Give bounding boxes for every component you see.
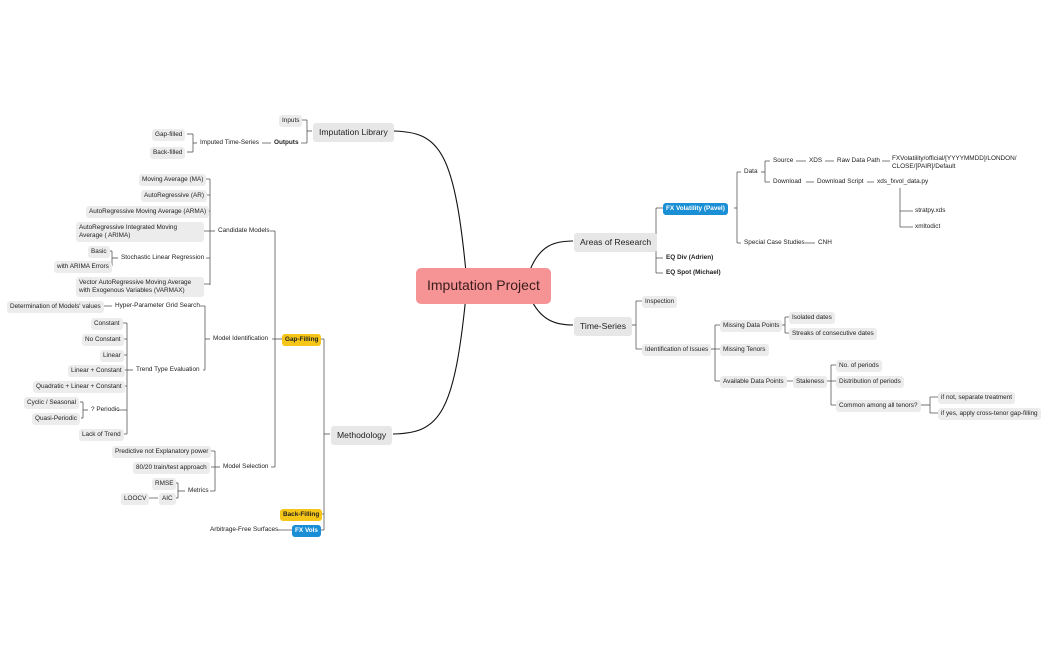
- node-loocv[interactable]: LOOCV: [121, 493, 150, 505]
- node-train-test[interactable]: 80/20 train/test approach: [133, 462, 210, 474]
- node-back-filling[interactable]: Back-Filling: [280, 509, 323, 521]
- node-data[interactable]: Data: [744, 168, 758, 175]
- node-varmax[interactable]: Vector AutoRegressive Moving Average wit…: [76, 277, 204, 297]
- node-available-data-points[interactable]: Available Data Points: [720, 376, 787, 388]
- node-missing-tenors[interactable]: Missing Tenors: [720, 344, 769, 356]
- node-number-of-periods[interactable]: No. of periods: [836, 360, 882, 372]
- node-outputs[interactable]: Outputs: [274, 139, 299, 146]
- node-model-selection[interactable]: Model Selection: [223, 463, 269, 470]
- node-download-script[interactable]: Download Script: [817, 178, 864, 185]
- node-arima-errors[interactable]: with ARIMA Errors: [54, 261, 112, 273]
- node-basic[interactable]: Basic: [88, 246, 110, 258]
- node-cnh[interactable]: CNH: [818, 239, 832, 246]
- node-fx-vols[interactable]: FX Vols: [292, 525, 321, 537]
- node-identification-of-issues[interactable]: Identification of Issues: [642, 344, 712, 356]
- node-inputs[interactable]: Inputs: [279, 115, 303, 127]
- node-linear-constant[interactable]: Linear + Constant: [68, 365, 125, 377]
- node-raw-path-value[interactable]: FXVolatility/official/[YYYYMMDD]/LONDON/…: [892, 155, 1017, 170]
- node-no-constant[interactable]: No Constant: [82, 334, 124, 346]
- node-periodic[interactable]: ? Periodic: [91, 406, 120, 413]
- node-arma[interactable]: AutoRegressive Moving Average (ARMA): [86, 206, 210, 218]
- node-candidate-models[interactable]: Candidate Models: [218, 227, 270, 234]
- node-imputed-time-series[interactable]: Imputed Time-Series: [200, 139, 259, 146]
- node-eq-spot[interactable]: EQ Spot (Michael): [666, 269, 721, 276]
- node-fx-volatility[interactable]: FX Volatility (Pavel): [663, 203, 728, 215]
- node-stochastic-linear-regression[interactable]: Stochastic Linear Regression: [121, 254, 205, 261]
- node-moving-average[interactable]: Moving Average (MA): [139, 174, 207, 186]
- node-constant[interactable]: Constant: [91, 318, 123, 330]
- node-if-yes[interactable]: if yes, apply cross-tenor gap-filling: [938, 408, 1041, 420]
- node-eq-div[interactable]: EQ Div (Adrien): [666, 254, 714, 261]
- node-xds[interactable]: XDS: [809, 157, 823, 164]
- node-cyclic-seasonal[interactable]: Cyclic / Seasonal: [24, 397, 80, 409]
- node-lack-of-trend[interactable]: Lack of Trend: [79, 429, 124, 441]
- node-stratpy-xds[interactable]: stratpy.xds: [915, 207, 946, 214]
- node-isolated-dates[interactable]: Isolated dates: [789, 312, 835, 324]
- node-raw-data-path[interactable]: Raw Data Path: [837, 157, 880, 164]
- topic-areas-of-research[interactable]: Areas of Research: [574, 233, 658, 252]
- node-missing-data-points[interactable]: Missing Data Points: [720, 320, 783, 332]
- node-metrics[interactable]: Metrics: [188, 487, 209, 494]
- node-aic[interactable]: AIC: [159, 493, 176, 505]
- node-streaks[interactable]: Streaks of consecutive dates: [789, 328, 877, 340]
- topic-time-series[interactable]: Time-Series: [574, 317, 632, 336]
- node-common-among-tenors[interactable]: Common among all tenors?: [836, 400, 921, 412]
- node-back-filled[interactable]: Back-filled: [150, 147, 186, 159]
- node-script-file[interactable]: xds_fxvol_data.py: [877, 178, 929, 185]
- node-gap-filling[interactable]: Gap-Filling: [282, 334, 322, 346]
- node-xmltodict[interactable]: xmltodict: [915, 223, 941, 230]
- node-rmse[interactable]: RMSE: [152, 478, 177, 490]
- node-hyper-parameter-grid-search[interactable]: Hyper-Parameter Grid Search: [115, 302, 200, 309]
- node-arbitrage-free-surfaces[interactable]: Arbitrage-Free Surfaces: [210, 526, 279, 533]
- node-staleness[interactable]: Staleness: [793, 376, 828, 388]
- node-autoregressive[interactable]: AutoRegressive (AR): [141, 190, 208, 202]
- node-model-values[interactable]: Determination of Models' values: [7, 301, 104, 313]
- node-quasi-periodic[interactable]: Quasi-Periodic: [32, 413, 80, 425]
- node-trend-type-evaluation[interactable]: Trend Type Evaluation: [136, 366, 200, 373]
- node-download[interactable]: Download: [773, 178, 802, 185]
- node-predictive-power[interactable]: Predictive not Explanatory power: [112, 446, 212, 458]
- node-linear[interactable]: Linear: [100, 350, 124, 362]
- node-inspection[interactable]: Inspection: [642, 296, 678, 308]
- node-quadratic[interactable]: Quadratic + Linear + Constant: [33, 381, 125, 393]
- node-if-not[interactable]: if not, separate treatment: [938, 392, 1016, 404]
- topic-imputation-library[interactable]: Imputation Library: [313, 123, 394, 142]
- central-topic[interactable]: Imputation Project: [416, 268, 551, 304]
- node-distribution-of-periods[interactable]: Distribution of periods: [836, 376, 904, 388]
- node-source[interactable]: Source: [773, 157, 794, 164]
- node-gap-filled[interactable]: Gap-filled: [152, 129, 186, 141]
- node-arima[interactable]: AutoRegressive Integrated Moving Average…: [76, 222, 204, 242]
- topic-methodology[interactable]: Methodology: [331, 426, 393, 445]
- node-model-identification[interactable]: Model Identification: [213, 335, 269, 342]
- node-special-case-studies[interactable]: Special Case Studies: [744, 239, 805, 246]
